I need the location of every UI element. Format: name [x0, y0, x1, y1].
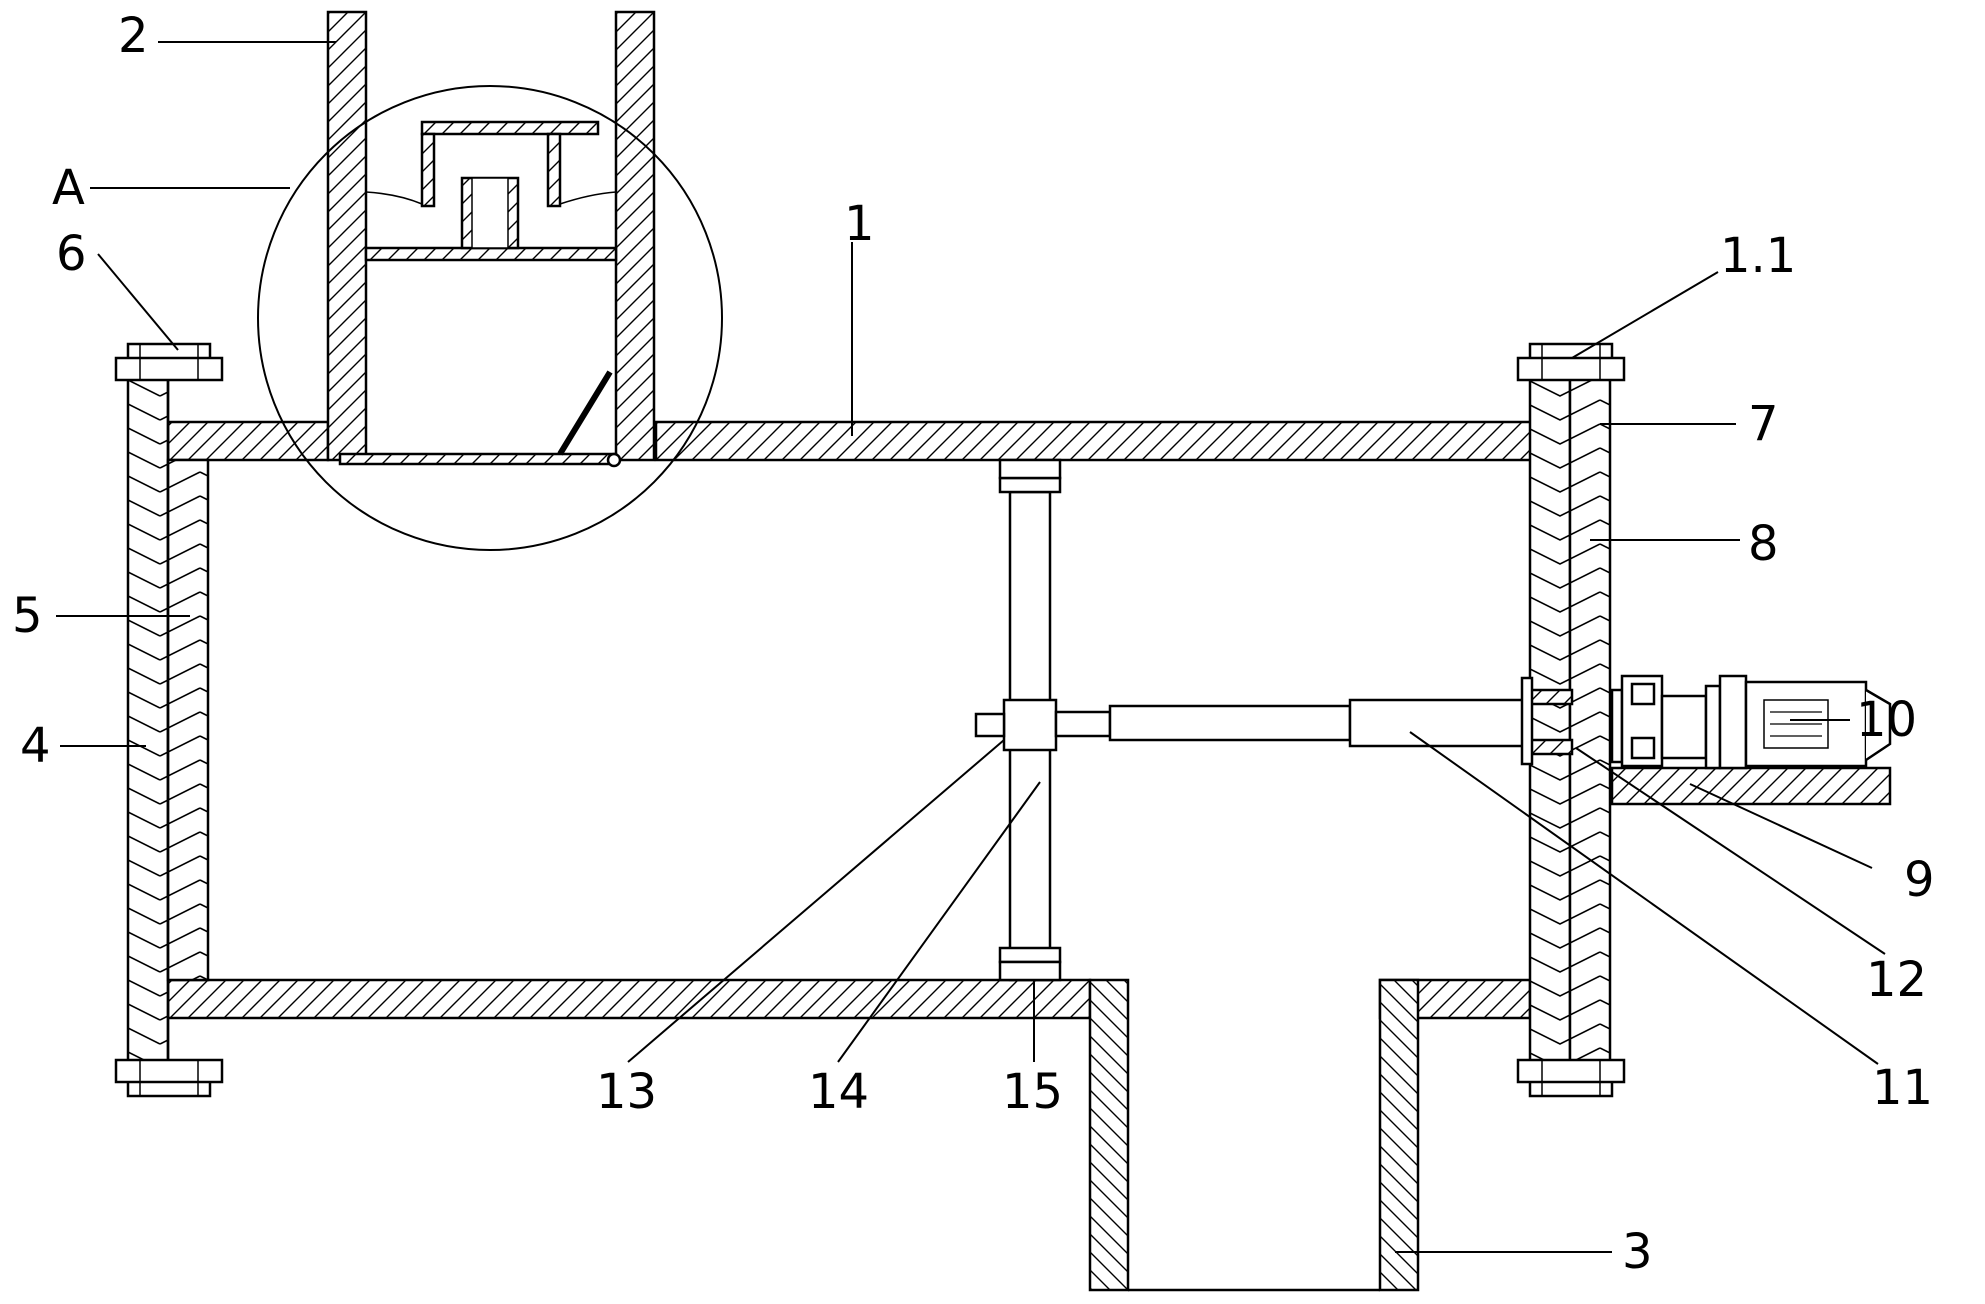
label-12: 12 — [1866, 952, 1927, 1008]
right-top-bolt — [1518, 344, 1624, 380]
label-1: 1 — [844, 196, 875, 252]
label-2: 2 — [118, 8, 149, 64]
label-3: 3 — [1622, 1224, 1653, 1280]
left-bottom-bolt — [116, 1060, 222, 1096]
label-15: 15 — [1002, 1064, 1063, 1120]
label-13: 13 — [596, 1064, 657, 1120]
label-8: 8 — [1748, 516, 1779, 572]
label-6: 6 — [56, 226, 87, 282]
label-10: 10 — [1856, 692, 1917, 748]
body-bottom-plate — [168, 980, 1530, 1018]
label-a: A — [52, 160, 85, 216]
left-top-bolt — [116, 344, 222, 380]
motor — [1612, 676, 1890, 768]
label-1-1: 1.1 — [1720, 228, 1796, 284]
label-14: 14 — [808, 1064, 869, 1120]
label-7: 7 — [1748, 396, 1779, 452]
drive-shaft — [1056, 700, 1530, 746]
right-end-cover — [1530, 370, 1610, 1070]
label-4: 4 — [20, 718, 51, 774]
outlet-pipe — [1090, 980, 1418, 1290]
inlet-valve-assembly — [366, 122, 616, 260]
gear-coupling — [976, 700, 1056, 750]
labels: 2 A 6 1 1.1 7 8 5 4 10 9 12 11 13 14 15 … — [12, 8, 1935, 1280]
right-bottom-bolt — [1518, 1060, 1624, 1096]
label-11: 11 — [1872, 1060, 1933, 1116]
left-end-cover — [128, 370, 208, 1070]
label-5: 5 — [12, 588, 43, 644]
label-9: 9 — [1904, 852, 1935, 908]
